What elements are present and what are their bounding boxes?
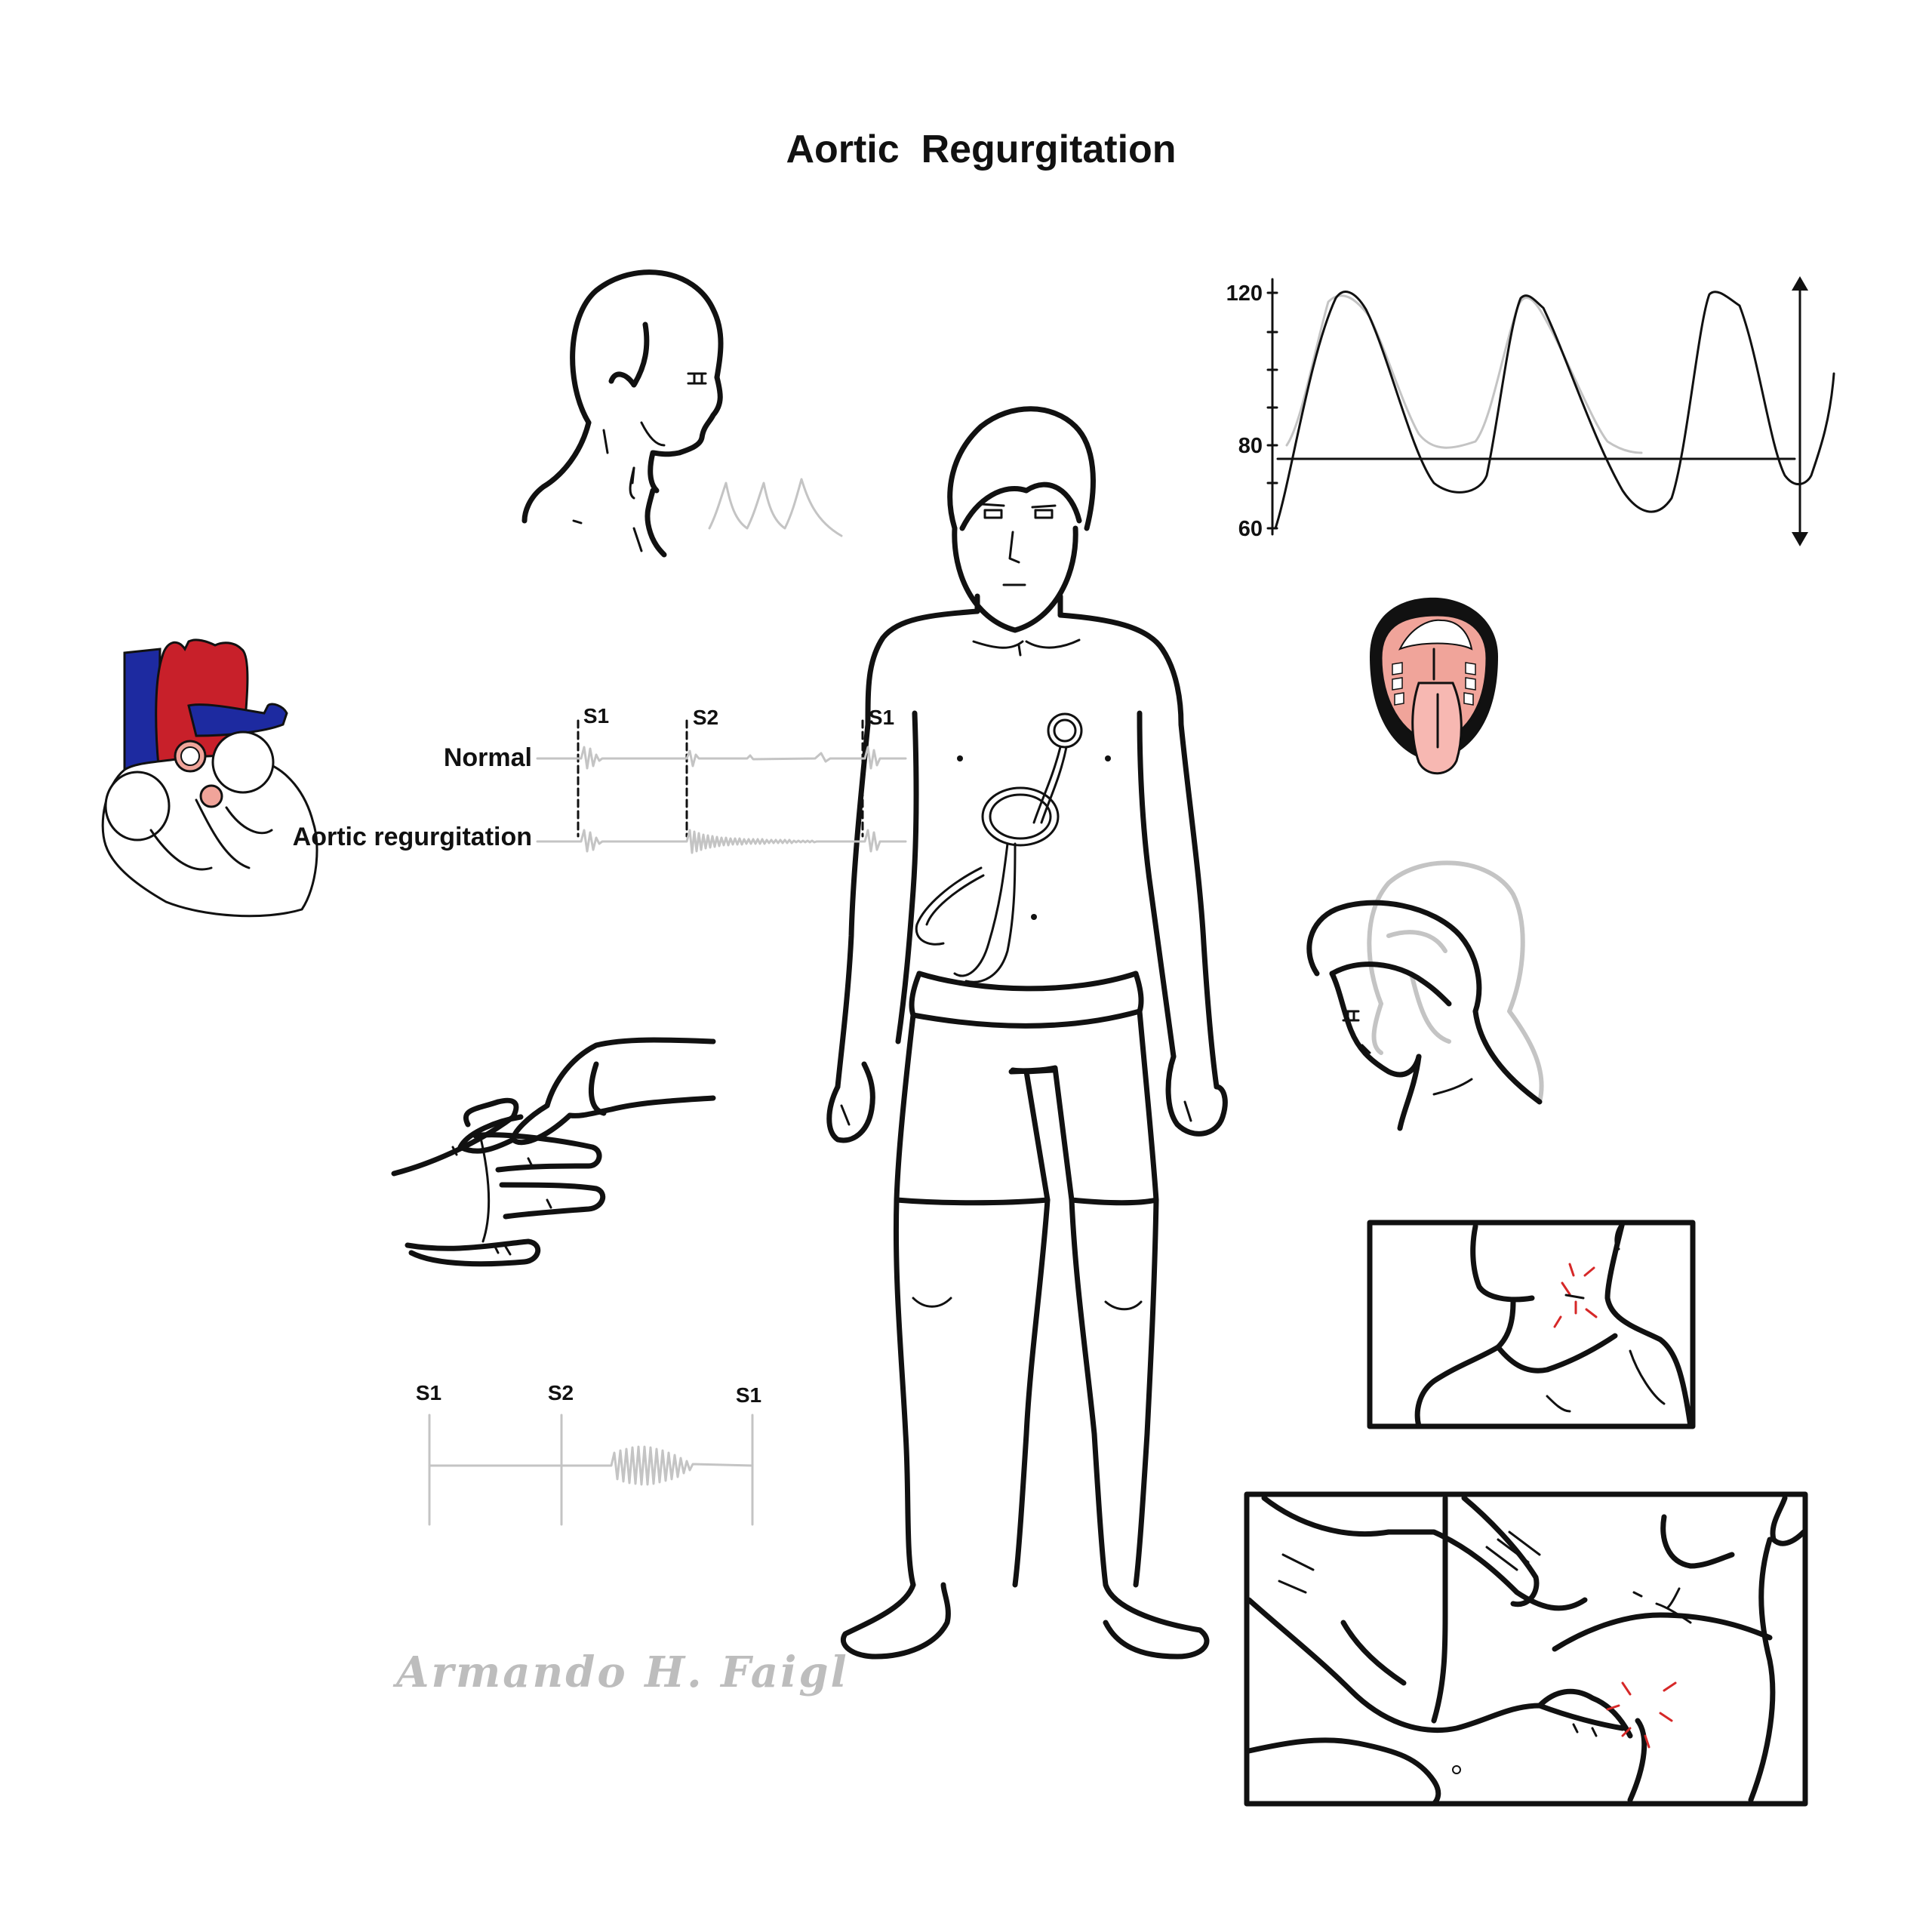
row-label-aortic-regurgitation: Aortic regurgitation (293, 823, 532, 851)
normal-sound-trace (536, 746, 907, 770)
murmur-marker-s2: S2 (548, 1381, 574, 1404)
axis-label-60: 60 (1238, 517, 1263, 541)
regurgitation-sound-trace (536, 829, 907, 854)
murmur-marker-s1-second: S1 (736, 1383, 761, 1407)
standing-patient-figure (826, 406, 1228, 1660)
axis-label-80: 80 (1238, 434, 1263, 458)
axis-label-120: 120 (1226, 281, 1263, 306)
page-title: Aortic Regurgitation (786, 128, 1176, 171)
artist-signature: Armando H. Faigl (392, 1647, 849, 1697)
fingernail-exam-hands (391, 1037, 716, 1267)
neck-pulsation-panel (1367, 1220, 1696, 1429)
murmur-trace (428, 1445, 754, 1486)
murmur-marker-s1-first: S1 (416, 1381, 441, 1404)
marker-s2: S2 (693, 706, 718, 729)
heart-sounds-phonocardiogram: S1 S2 S1 Normal Aortic regurgitation (293, 704, 907, 854)
stethoscope-icon (915, 712, 1083, 983)
diastolic-murmur-diagram: S1 S2 S1 (416, 1381, 761, 1526)
open-mouth-icon (1370, 597, 1498, 775)
head-bobbing-profile (521, 269, 843, 558)
regurgitation-pulse-trace (1274, 291, 1835, 530)
marker-s1-first: S1 (583, 704, 609, 728)
marker-s1-second: S1 (869, 706, 894, 729)
nodding-head-figure (1306, 860, 1544, 1131)
row-label-normal: Normal (444, 743, 532, 772)
heart-cross-section-icon (101, 638, 318, 918)
normal-pulse-trace (1285, 294, 1643, 454)
apex-palpation-panel (1244, 1491, 1808, 1807)
pulse-pressure-chart: 120 80 60 (1226, 276, 1835, 546)
